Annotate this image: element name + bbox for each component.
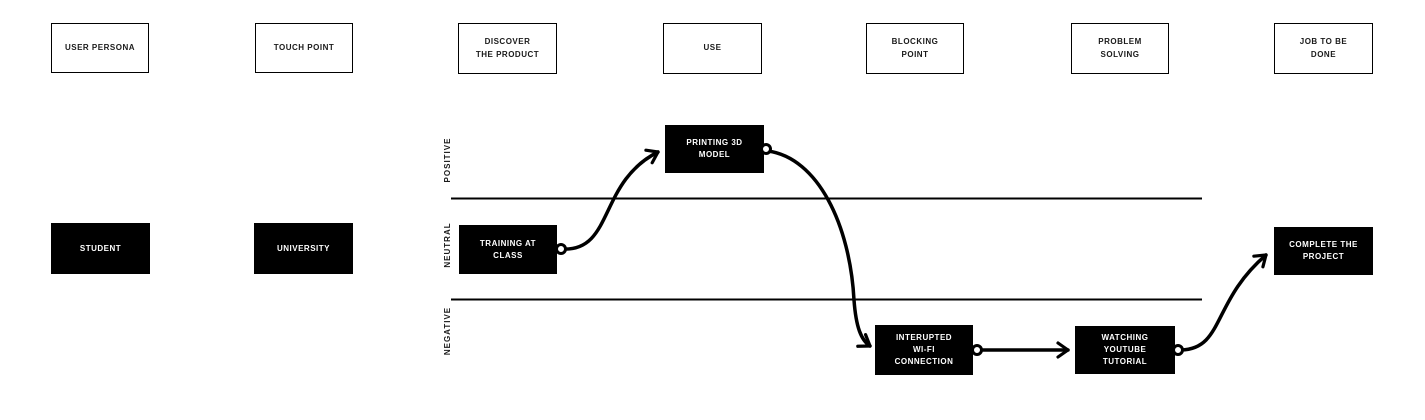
journey-node-label: PRINTING 3D MODEL <box>686 138 743 159</box>
connector-printing-to-interupted <box>766 149 872 348</box>
journey-node-label: INTERUPTED WI-FI CONNECTION <box>894 333 954 366</box>
journey-node-interupted-wifi-connection: INTERUPTED WI-FI CONNECTION <box>875 325 973 375</box>
stage-header-job-to-be-done: JOB TO BE DONE <box>1274 23 1373 74</box>
stage-header-label: BLOCKING POINT <box>891 37 939 59</box>
stage-header-label: PROBLEM SOLVING <box>1098 37 1142 59</box>
stage-header-problem-solving: PROBLEM SOLVING <box>1071 23 1169 74</box>
journey-node-complete-the-project: COMPLETE THE PROJECT <box>1274 227 1373 275</box>
touch-point-label: UNIVERSITY <box>276 243 330 253</box>
journey-node-watching-youtube-tutorial: WATCHING YOUTUBE TUTORIAL <box>1075 326 1175 374</box>
stage-header-label: USER PERSONA <box>64 42 135 52</box>
connector-training-to-printing <box>560 148 660 251</box>
journey-node-label: TRAINING AT CLASS <box>479 238 537 260</box>
stage-header-discover-the-product: DISCOVER THE PRODUCT <box>458 23 557 74</box>
stage-header-label: TOUCH POINT <box>273 42 335 52</box>
connector-start-dot-training <box>555 243 567 255</box>
persona-node-student: STUDENT <box>51 223 150 274</box>
journey-node-printing-3d-model: PRINTING 3D MODEL <box>665 125 764 173</box>
lane-label-negative: NEGATIVE <box>442 306 452 356</box>
connector-watching-to-complete <box>1179 253 1268 352</box>
stage-header-label: USE <box>703 43 722 53</box>
stage-header-label: DISCOVER THE PRODUCT <box>475 37 540 59</box>
stage-header-blocking-point: BLOCKING POINT <box>866 23 964 74</box>
journey-node-label: COMPLETE THE PROJECT <box>1289 240 1358 261</box>
persona-label: STUDENT <box>79 243 122 253</box>
touch-point-node-university: UNIVERSITY <box>254 223 353 274</box>
stage-header-label: JOB TO BE DONE <box>1299 37 1348 59</box>
lane-label-positive: POSITIVE <box>442 137 452 183</box>
journey-node-label: WATCHING YOUTUBE TUTORIAL <box>1101 333 1149 366</box>
stage-header-touch-point: TOUCH POINT <box>255 23 353 73</box>
stage-header-user-persona: USER PERSONA <box>51 23 149 73</box>
journey-node-training-at-class: TRAINING AT CLASS <box>459 225 557 274</box>
lane-label-neutral: NEUTRAL <box>442 222 452 268</box>
connector-start-dot-interupted <box>971 344 983 356</box>
stage-header-use: USE <box>663 23 762 74</box>
